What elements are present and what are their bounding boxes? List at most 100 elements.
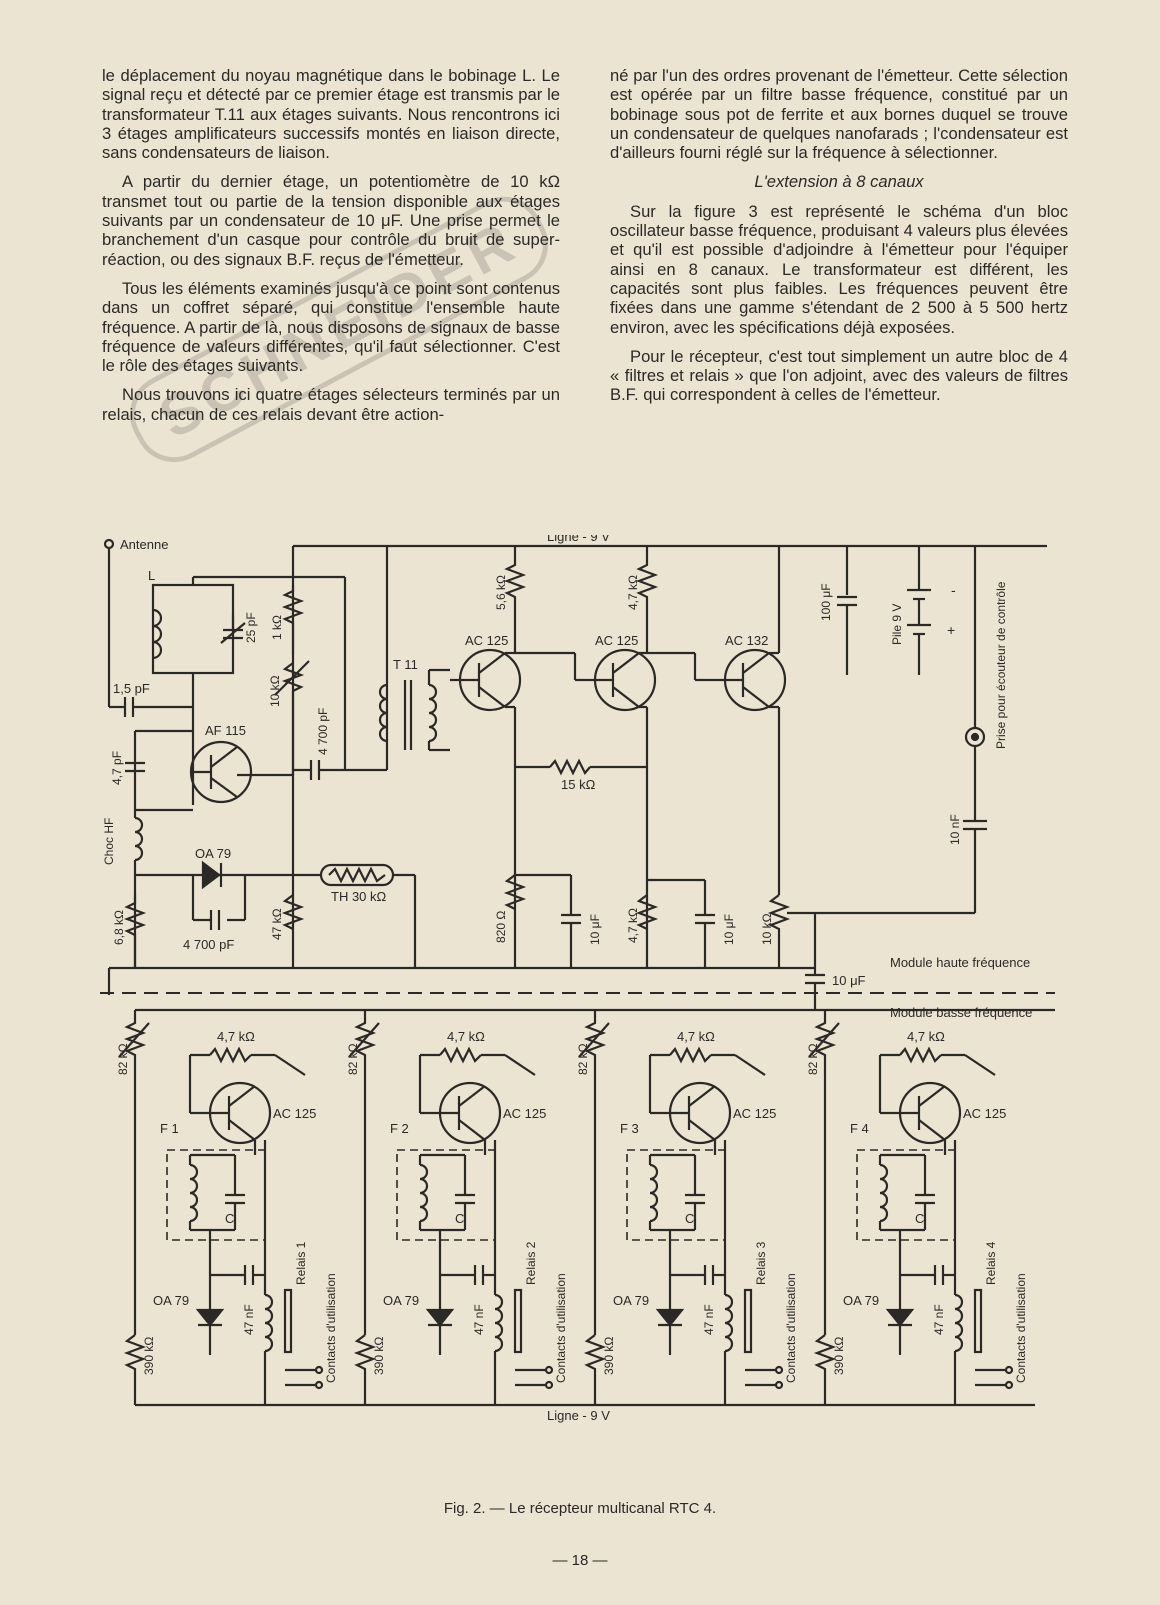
cap-25pf-label: 25 pF [244, 612, 258, 643]
res-82k-label: 82 kΩ [806, 1043, 820, 1075]
cap-4700pf-b-label: 4 700 pF [183, 937, 234, 952]
diode-oa79 [425, 1308, 455, 1327]
relay-coil [724, 1293, 734, 1353]
res-5-6k-label: 5,6 kΩ [494, 575, 508, 610]
pot-10k-label: 10 kΩ [268, 675, 282, 707]
relay-coil [264, 1293, 274, 1353]
selector-stages: 82 kΩ AC 125 F 1 4,7 kΩ C 47 nF OA 79 390 kΩ Rel… [116, 1008, 1055, 1405]
paragraph: le déplacement du noyau magnétique dans … [102, 66, 560, 163]
relay-coil [954, 1293, 964, 1353]
ac125-a-label: AC 125 [465, 633, 508, 648]
contacts-label: Contacts d'utilisation [324, 1273, 338, 1383]
res-390k [583, 1334, 607, 1405]
contacts-label: Contacts d'utilisation [554, 1273, 568, 1383]
res-4-7k-mid-label: 4,7 kΩ [626, 908, 640, 943]
res-82k-label: 82 kΩ [346, 1043, 360, 1075]
res-390k [123, 1334, 147, 1405]
res-1k [281, 585, 305, 655]
cap-10uf-link-label: 10 μF [832, 973, 866, 988]
res-47k [281, 894, 305, 930]
battery-minus: - [951, 582, 956, 598]
res-82k [813, 1010, 837, 1335]
line-top-label: Ligne - 9 V [547, 535, 610, 544]
res-4-7k-label: 4,7 kΩ [677, 1029, 715, 1044]
module-bf-label: Module basse fréquence [890, 1005, 1032, 1020]
paragraph: Tous les éléments examinés jusqu'à ce po… [102, 278, 560, 376]
res-1k-label: 1 kΩ [270, 615, 284, 640]
filter-box [166, 1149, 266, 1241]
res-820 [503, 874, 527, 910]
jack-label: Prise pour écouteur de contrôle [994, 581, 1008, 749]
oa79-label: OA 79 [153, 1293, 189, 1308]
res-47k-label: 47 kΩ [270, 908, 284, 940]
transformer-t11-secondary [428, 683, 438, 743]
module-hf-label: Module haute fréquence [890, 955, 1030, 970]
figure-caption: Fig. 2. — Le récepteur multicanal RTC 4. [443, 1500, 717, 1517]
ac125-label: AC 125 [273, 1106, 316, 1121]
res-82k [583, 1010, 607, 1335]
res-15k [549, 758, 591, 776]
pot-10k-output-label: 10 kΩ [760, 913, 774, 945]
cap-47nf-label: 47 nF [472, 1304, 486, 1335]
choke-label: Choc HF [102, 818, 116, 865]
coil-label: L [148, 568, 155, 583]
filter-label: F 2 [390, 1121, 409, 1136]
diode-oa79 [201, 860, 221, 890]
relay-core [513, 1288, 523, 1354]
filter-inductor [649, 1163, 659, 1223]
section-subheading: L'extension à 8 canaux [754, 172, 924, 192]
battery-plus: + [947, 622, 955, 638]
filter-inductor [879, 1163, 889, 1223]
res-4-7k-top [635, 546, 659, 653]
paragraph: Nous trouvons ici quatre étages sélecteu… [102, 385, 560, 424]
oa79-label: OA 79 [383, 1293, 419, 1308]
selector-stage-1 [118, 1008, 365, 1405]
filter-box [396, 1149, 496, 1241]
inductor-L [152, 608, 163, 660]
circuit-schematic: Antenne Ligne - 9 V L 25 pF 1,5 pF AF 11… [100, 535, 1055, 1423]
cap-10uf-a-label: 10 μF [588, 914, 602, 945]
res-15k-label: 15 kΩ [561, 777, 596, 792]
res-390k-label: 390 kΩ [372, 1337, 386, 1375]
filter-cap-label: C [225, 1211, 234, 1226]
cap-4700pf-a-label: 4 700 pF [316, 708, 330, 755]
selector-stage-2 [348, 1008, 595, 1405]
filter-inductor [189, 1163, 199, 1223]
cap-47nf-label: 47 nF [702, 1304, 716, 1335]
oa79-label: OA 79 [843, 1293, 879, 1308]
filter-box [856, 1149, 956, 1241]
text-column-left: le déplacement du noyau magnétique dans … [102, 66, 560, 434]
filter-cap-label: C [685, 1211, 694, 1226]
line-bottom-label: Ligne - 9 V [547, 1408, 610, 1423]
cap-1-5pf-label: 1,5 pF [113, 681, 150, 696]
transistor-af115 [189, 740, 253, 804]
oa79-label: OA 79 [195, 846, 231, 861]
text-column-right: né par l'un des ordres provenant de l'ém… [610, 66, 1068, 415]
filter-box [626, 1149, 726, 1241]
res-6-8k-label: 6,8 kΩ [112, 910, 126, 945]
res-820-label: 820 Ω [494, 911, 508, 943]
relay-label: Relais 2 [524, 1241, 538, 1285]
paragraph: A partir du dernier étage, un potentiomè… [102, 172, 560, 269]
filter-label: F 3 [620, 1121, 639, 1136]
af115-label: AF 115 [205, 723, 246, 738]
cap-10nf-label: 10 nF [948, 814, 962, 845]
pot-10k-output [767, 894, 791, 968]
relay-coil [494, 1293, 504, 1353]
cap-4-7pf-label: 4,7 pF [110, 751, 124, 785]
contacts-label: Contacts d'utilisation [784, 1273, 798, 1383]
res-4-7k-top-label: 4,7 kΩ [626, 575, 640, 610]
res-6-8k [123, 895, 147, 968]
t11-label: T 11 [393, 657, 418, 672]
res-390k-label: 390 kΩ [602, 1337, 616, 1375]
cap-10uf-b-label: 10 μF [722, 914, 736, 945]
cap-47nf-label: 47 nF [242, 1304, 256, 1335]
antenna-terminal [103, 538, 115, 550]
relay-core [743, 1288, 753, 1354]
res-390k [353, 1334, 377, 1405]
filter-label: F 1 [160, 1121, 179, 1136]
contacts-label: Contacts d'utilisation [1014, 1273, 1028, 1383]
res-82k [353, 1010, 377, 1335]
ac132-label: AC 132 [725, 633, 768, 648]
res-390k [813, 1334, 837, 1405]
